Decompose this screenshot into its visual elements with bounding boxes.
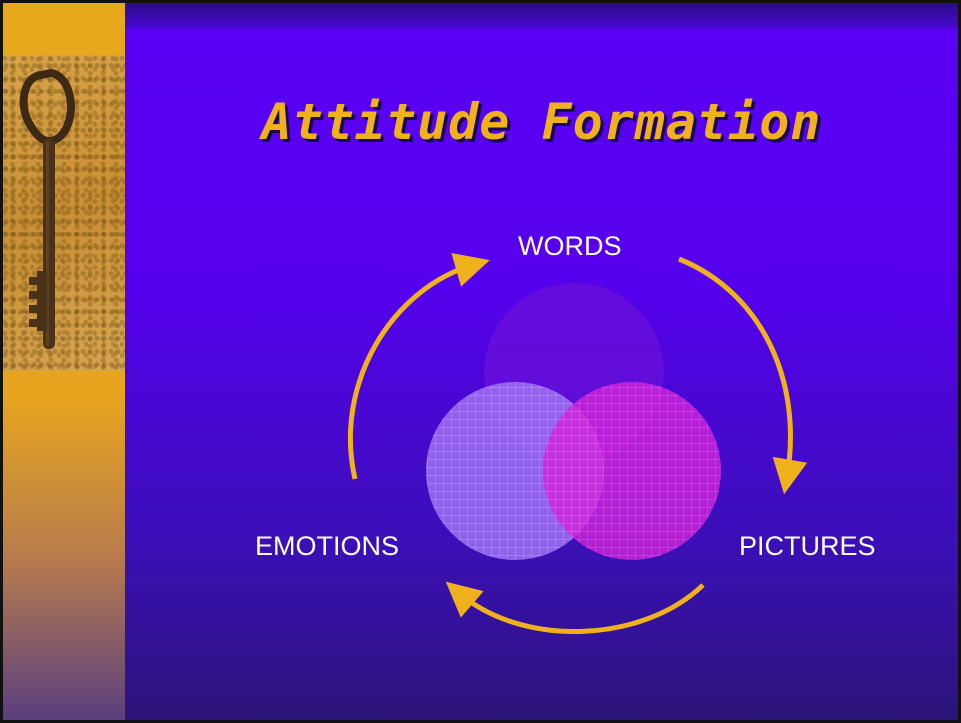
arrow-pictures-to-emotions: [445, 581, 705, 635]
top-band: [125, 3, 958, 29]
key-photo: [3, 55, 125, 371]
label-pictures: PICTURES: [739, 531, 876, 561]
attitude-cycle-diagram: [348, 253, 808, 635]
slide-title: Attitude Formation: [261, 93, 822, 151]
label-words: WORDS: [518, 231, 622, 261]
label-emotions: EMOTIONS: [255, 531, 400, 561]
arrow-words-to-pictures: [678, 256, 808, 495]
key-icon: [19, 69, 75, 349]
arrow-emotions-to-words: [348, 253, 490, 480]
